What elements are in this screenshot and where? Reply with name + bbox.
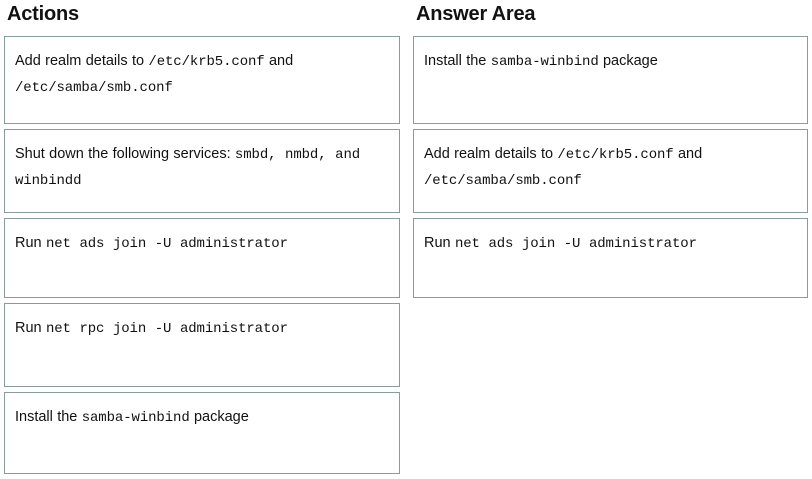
action-card-text: Run net rpc join -U administrator	[15, 320, 288, 337]
answer-card-text: Add realm details to /etc/krb5.conf and …	[424, 146, 703, 189]
answer-area-heading: Answer Area	[416, 3, 536, 25]
answer-card[interactable]: Install the samba-winbind package	[413, 36, 808, 124]
action-card-text: Shut down the following services: smbd, …	[15, 146, 361, 189]
actions-heading: Actions	[7, 3, 79, 25]
action-card[interactable]: Add realm details to /etc/krb5.conf and …	[4, 36, 400, 124]
action-card[interactable]: Shut down the following services: smbd, …	[4, 129, 400, 213]
action-card[interactable]: Run net ads join -U administrator	[4, 218, 400, 298]
answer-card-text: Install the samba-winbind package	[424, 53, 658, 70]
action-card-text: Run net ads join -U administrator	[15, 235, 288, 252]
actions-column: Actions Add realm details to /etc/krb5.c…	[4, 0, 400, 474]
answer-area-column: Answer Area Install the samba-winbind pa…	[413, 0, 808, 298]
action-card-text: Add realm details to /etc/krb5.conf and …	[15, 53, 294, 96]
actions-card-list: Add realm details to /etc/krb5.conf and …	[4, 36, 400, 479]
answer-card-list[interactable]: Install the samba-winbind package Add re…	[413, 36, 808, 303]
action-card[interactable]: Run net rpc join -U administrator	[4, 303, 400, 387]
answer-card-text: Run net ads join -U administrator	[424, 235, 697, 252]
action-card-text: Install the samba-winbind package	[15, 409, 249, 426]
action-card[interactable]: Install the samba-winbind package	[4, 392, 400, 474]
answer-card[interactable]: Add realm details to /etc/krb5.conf and …	[413, 129, 808, 213]
answer-card[interactable]: Run net ads join -U administrator	[413, 218, 808, 298]
